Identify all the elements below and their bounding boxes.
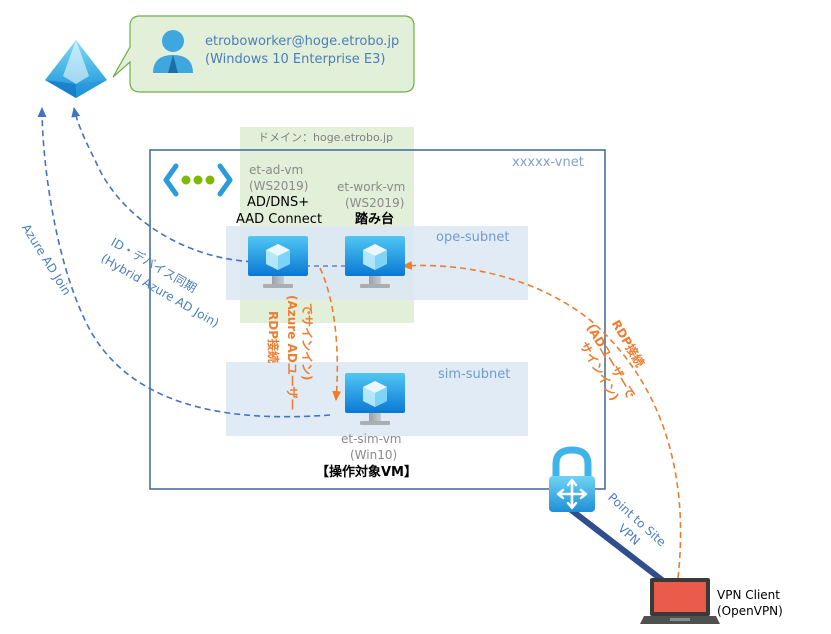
- vpn-gateway-icon: [549, 446, 595, 512]
- user-email: etroboworker@hoge.etrobo.jp: [205, 34, 400, 49]
- vnet-label: xxxxx-vnet: [512, 155, 584, 170]
- ope-subnet-label: ope-subnet: [436, 230, 510, 245]
- vpn-client-label-1: VPN Client: [717, 588, 780, 602]
- user-os: (Windows 10 Enterprise E3): [205, 52, 386, 67]
- vpn-client-label-2: (OpenVPN): [717, 604, 783, 618]
- sim-vm-name: et-sim-vm: [341, 432, 402, 446]
- work-vm-name: et-work-vm: [337, 180, 406, 194]
- work-vm-role: 踏み台: [355, 212, 395, 227]
- rdp-ad-label-3: でサインイン): [300, 303, 314, 381]
- vnet-icon: [163, 163, 233, 197]
- domain-label: ドメイン：hoge.etrobo.jp: [258, 131, 394, 144]
- azure-ad-icon: [45, 40, 107, 98]
- rdp-local-user-line: [401, 260, 682, 579]
- ad-vm-os: (WS2019): [249, 179, 309, 193]
- ad-vm-name: et-ad-vm: [249, 163, 304, 177]
- rdp-ad-label-2: (Azure ADユーザー: [285, 295, 299, 411]
- id-sync-line: [71, 106, 263, 263]
- azure-ad-join-line: [37, 106, 331, 418]
- p2s-vpn-link: [563, 503, 665, 583]
- sim-subnet-label: sim-subnet: [438, 367, 511, 382]
- sim-vm-os: (Win10): [350, 448, 398, 462]
- user-icon: [153, 30, 193, 73]
- ad-vm-role-1: AD/DNS+: [247, 195, 310, 210]
- rdp-ad-label-1: RDP接続: [266, 311, 280, 363]
- rdp-ad-user-line: [319, 267, 342, 402]
- work-vm-os: (WS2019): [345, 196, 405, 210]
- sim-vm-role: 【操作対象VM】: [316, 465, 417, 480]
- laptop-icon: [640, 578, 720, 624]
- ad-vm-role-2: AAD Connect: [236, 212, 323, 227]
- vnet-border: [149, 149, 606, 490]
